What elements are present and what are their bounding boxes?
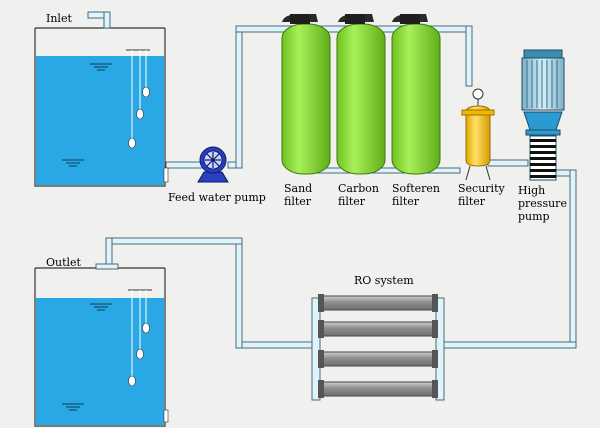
ro-membrane-3 xyxy=(318,350,438,368)
pipe-to-ro xyxy=(439,341,577,349)
pipe-ro-return xyxy=(235,341,317,349)
security-filter-vessel xyxy=(461,88,495,181)
inlet-float-2 xyxy=(136,108,144,120)
ro-system xyxy=(311,294,445,401)
pipe-left-riser xyxy=(235,239,243,349)
inlet-tank xyxy=(34,11,169,187)
inlet-float-1 xyxy=(142,86,150,98)
pressure-gauge-icon xyxy=(472,88,484,100)
inlet-tank-water xyxy=(36,56,164,185)
pipe-riser-1 xyxy=(235,29,243,169)
ro-membrane-1 xyxy=(318,294,438,312)
ro-membrane-4 xyxy=(318,380,438,398)
sand-filter-label: Sand filter xyxy=(284,182,313,208)
ro-membrane-2 xyxy=(318,320,438,338)
carbon-filter-label: Carbon filter xyxy=(338,182,379,208)
outlet-float-1 xyxy=(142,322,150,334)
high-pressure-pump xyxy=(521,49,565,181)
security-filter-label: Security filter xyxy=(458,182,505,208)
outlet-tank xyxy=(34,263,169,427)
pipe-down-to-security xyxy=(465,25,473,87)
feed-pump-label: Feed water pump xyxy=(168,191,266,204)
high-pressure-pump-label: High pressure pump xyxy=(518,184,567,223)
outlet-float-2 xyxy=(136,348,144,360)
sand-filter-vessel xyxy=(281,14,331,175)
pipe-top-return xyxy=(105,237,243,245)
softener-filter-vessel xyxy=(391,14,441,175)
pipe-security-to-hp xyxy=(487,159,529,167)
ro-system-label: RO system xyxy=(354,274,414,287)
outlet-float-3 xyxy=(128,375,136,387)
inlet-label: Inlet xyxy=(46,12,72,25)
carbon-filter-vessel xyxy=(336,14,386,175)
inlet-level-sensor xyxy=(126,49,150,145)
softener-filter-label: Softeren filter xyxy=(392,182,441,208)
inlet-float-3 xyxy=(128,137,136,149)
feed-water-pump xyxy=(197,146,229,183)
outlet-tank-water xyxy=(36,298,164,425)
outlet-label: Outlet xyxy=(46,256,81,269)
